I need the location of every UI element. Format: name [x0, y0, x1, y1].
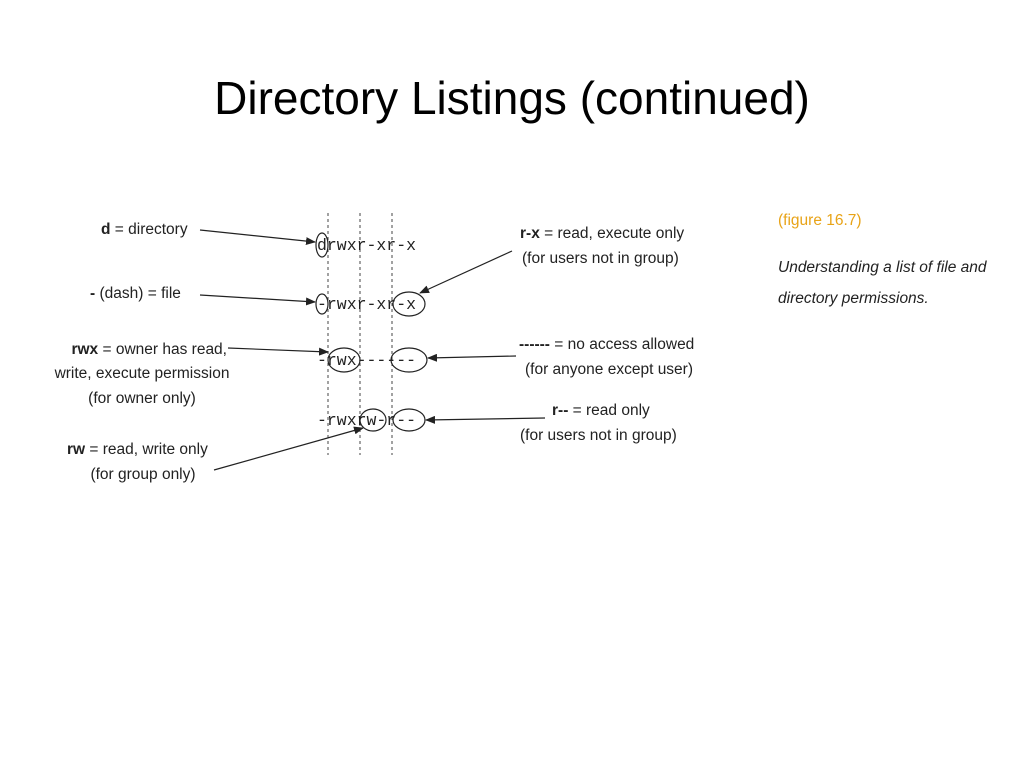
highlight-other-r [392, 408, 426, 432]
highlight-owner-rwx [327, 347, 361, 373]
arrow-group-rw [213, 426, 364, 471]
figure-label: (figure 16.7) [778, 212, 862, 229]
listing-mixed: -rwxrw-r-- [317, 411, 416, 430]
arrow-r-only [425, 415, 546, 424]
annotation-directory: d = directory [101, 221, 188, 238]
arrow-owner [227, 347, 329, 356]
annotation-no-access: ------ = no access allowed [519, 336, 694, 353]
annotation-group-rw-line2: (for group only) [90, 466, 195, 483]
figure-caption: Understanding a list of file and directo… [778, 259, 987, 307]
arrow-rx [419, 250, 513, 294]
annotation-owner-line3: (for owner only) [88, 390, 196, 407]
highlight-other-rx [392, 291, 426, 317]
annotation-rx-line2: (for users not in group) [522, 250, 679, 267]
slide-title: Directory Listings (continued) [214, 72, 810, 124]
highlight-d [315, 232, 329, 258]
annotation-rx: r-x = read, execute only [520, 225, 684, 242]
listing-directory: drwxr-xr-x [317, 236, 416, 255]
annotation-file: - (dash) = file [90, 285, 181, 302]
annotation-owner: rwx = owner has read, [71, 341, 227, 358]
annotation-r-only: r-- = read only [552, 402, 650, 419]
listing-owner-only: -rwx------ [317, 351, 416, 370]
annotation-group-rw: rw = read, write only [67, 441, 208, 458]
highlight-group-rw [359, 408, 387, 432]
highlight-dash [315, 293, 329, 315]
highlight-other-none [390, 347, 428, 373]
arrow-file [199, 294, 316, 306]
arrow-directory [199, 229, 316, 246]
annotation-owner-line2: write, execute permission [54, 365, 230, 382]
annotation-no-access-line2: (for anyone except user) [525, 361, 693, 378]
annotation-r-only-line2: (for users not in group) [520, 427, 677, 444]
listing-file: -rwxr-xr-x [317, 295, 416, 314]
arrow-no-access [427, 353, 517, 362]
